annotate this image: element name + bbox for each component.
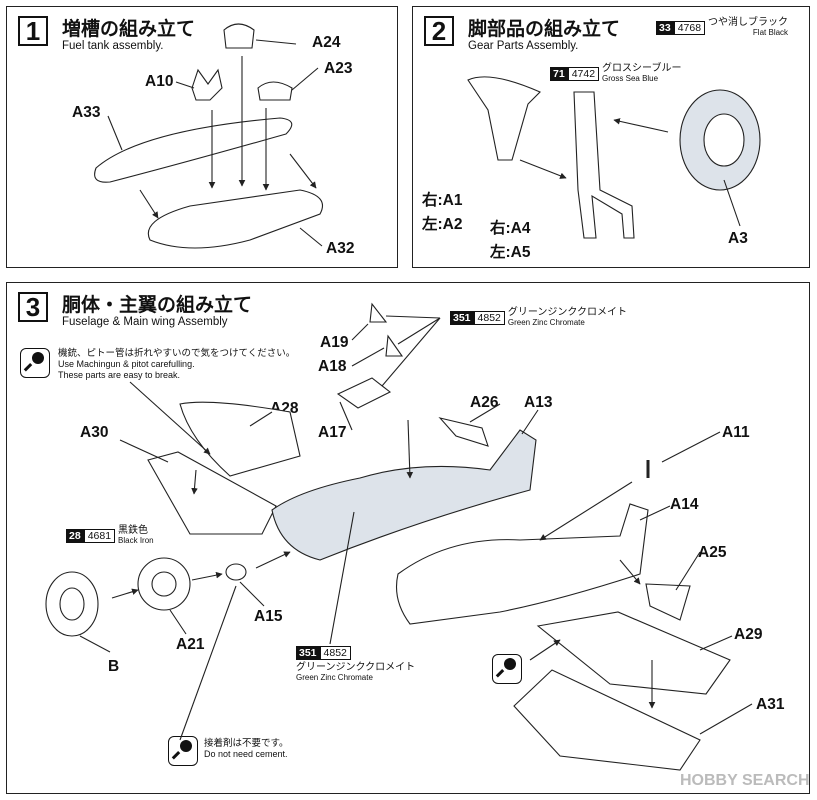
paint-name-jp: 黒鉄色 <box>118 525 149 536</box>
caution-note-en2: These parts are easy to break. <box>58 370 181 380</box>
part-a30 <box>147 451 277 535</box>
label-a18: A18 <box>318 358 347 375</box>
label-a11: A11 <box>722 424 750 441</box>
paint-number: 33 <box>656 21 674 35</box>
label-a13: A13 <box>524 394 553 411</box>
label-a4: 右:A4 <box>490 220 531 237</box>
label-a32: A32 <box>326 240 355 257</box>
part-a17 <box>336 377 392 409</box>
label-b: B <box>108 658 120 675</box>
label-a17: A17 <box>318 424 347 441</box>
cement-note: 接着剤は不要です。 Do not need cement. <box>204 738 289 760</box>
paint-name-jp: つや消しブラック <box>708 17 789 28</box>
paint-number: 28 <box>66 529 84 543</box>
paint-code: 4852 <box>473 311 505 325</box>
caution-icon <box>20 348 50 378</box>
paint-number: 71 <box>550 67 568 81</box>
part-a28 <box>179 401 301 477</box>
paint-name-jp: グロスシーブルー <box>602 63 682 74</box>
step2-title-en: Gear Parts Assembly. <box>468 40 579 52</box>
paint-code: 4768 <box>673 21 706 35</box>
label-a10: A10 <box>145 73 174 90</box>
label-a15: A15 <box>254 608 283 625</box>
paint-number: 351 <box>450 311 474 325</box>
paint-name-jp: グリーンジンククロメイト <box>507 307 627 318</box>
caution-note-en1: Use Machingun & pitot carefulling. <box>58 359 195 369</box>
cement-note-jp: 接着剤は不要です。 <box>204 738 289 749</box>
label-a2: 左:A2 <box>422 216 463 233</box>
paint-name-en: Gross Sea Blue <box>602 74 659 83</box>
paint-name-jp: グリーンジンククロメイト <box>296 662 416 673</box>
label-a30: A30 <box>80 424 109 441</box>
step2-number: 2 <box>424 16 454 46</box>
watermark: HOBBY SEARCH <box>680 772 810 789</box>
label-a3: A3 <box>728 230 748 247</box>
part-a1-a2 <box>467 76 541 161</box>
label-a29: A29 <box>734 626 763 643</box>
paint-name-en: Green Zinc Chromate <box>296 673 373 682</box>
step2-title-jp: 脚部品の組み立て <box>468 19 621 40</box>
step3-number: 3 <box>18 292 48 322</box>
label-a14: A14 <box>670 496 699 513</box>
part-a32 <box>147 189 324 249</box>
part-a13 <box>271 429 537 561</box>
part-a26 <box>438 417 489 447</box>
step3-title-en: Fuselage & Main wing Assembly <box>62 316 228 328</box>
label-a19: A19 <box>320 334 349 351</box>
step3-title-jp: 胴体・主翼の組み立て <box>62 295 253 316</box>
cement-note-en: Do not need cement. <box>204 749 288 759</box>
part-a15 <box>225 563 247 581</box>
part-a33 <box>94 117 293 183</box>
label-a33: A33 <box>72 104 101 121</box>
caution-icon-wing <box>492 654 522 684</box>
label-a21: A21 <box>176 636 205 653</box>
label-a26: A26 <box>470 394 499 411</box>
caution-note-jp: 機銃、ピトー管は折れやすいので気をつけてください。 <box>58 348 296 359</box>
part-a4-a5 <box>573 91 635 239</box>
label-a5: 左:A5 <box>490 244 531 261</box>
label-a1: 右:A1 <box>422 192 463 209</box>
part-a14 <box>395 503 649 625</box>
part-a23 <box>257 81 293 101</box>
paint-code: 4742 <box>567 67 600 81</box>
part-a24 <box>223 23 255 49</box>
step1-number: 1 <box>18 16 48 46</box>
paint-number: 351 <box>296 646 320 660</box>
paint-name-en: Black Iron <box>118 536 154 545</box>
step1-title-en: Fuel tank assembly. <box>62 40 164 52</box>
part-a31 <box>513 669 701 771</box>
paint-name-en: Green Zinc Chromate <box>507 318 585 327</box>
label-a31: A31 <box>756 696 785 713</box>
paint-code: 4681 <box>83 529 116 543</box>
caution-note: 機銃、ピトー管は折れやすいので気をつけてください。 Use Machingun … <box>58 348 295 381</box>
paint-name-en: Flat Black <box>752 28 789 37</box>
label-a24: A24 <box>312 34 341 51</box>
part-a19 <box>369 302 388 323</box>
part-a10 <box>191 68 223 101</box>
cement-icon <box>168 736 198 766</box>
label-a23: A23 <box>324 60 353 77</box>
part-a18 <box>385 334 404 357</box>
paint-code: 4852 <box>319 646 351 660</box>
label-a25: A25 <box>698 544 727 561</box>
step3-panel <box>6 282 810 794</box>
part-a29 <box>536 611 731 695</box>
caution-marks <box>23 352 516 760</box>
step1-title-jp: 増槽の組み立て <box>62 19 196 40</box>
part-a25 <box>645 583 691 621</box>
